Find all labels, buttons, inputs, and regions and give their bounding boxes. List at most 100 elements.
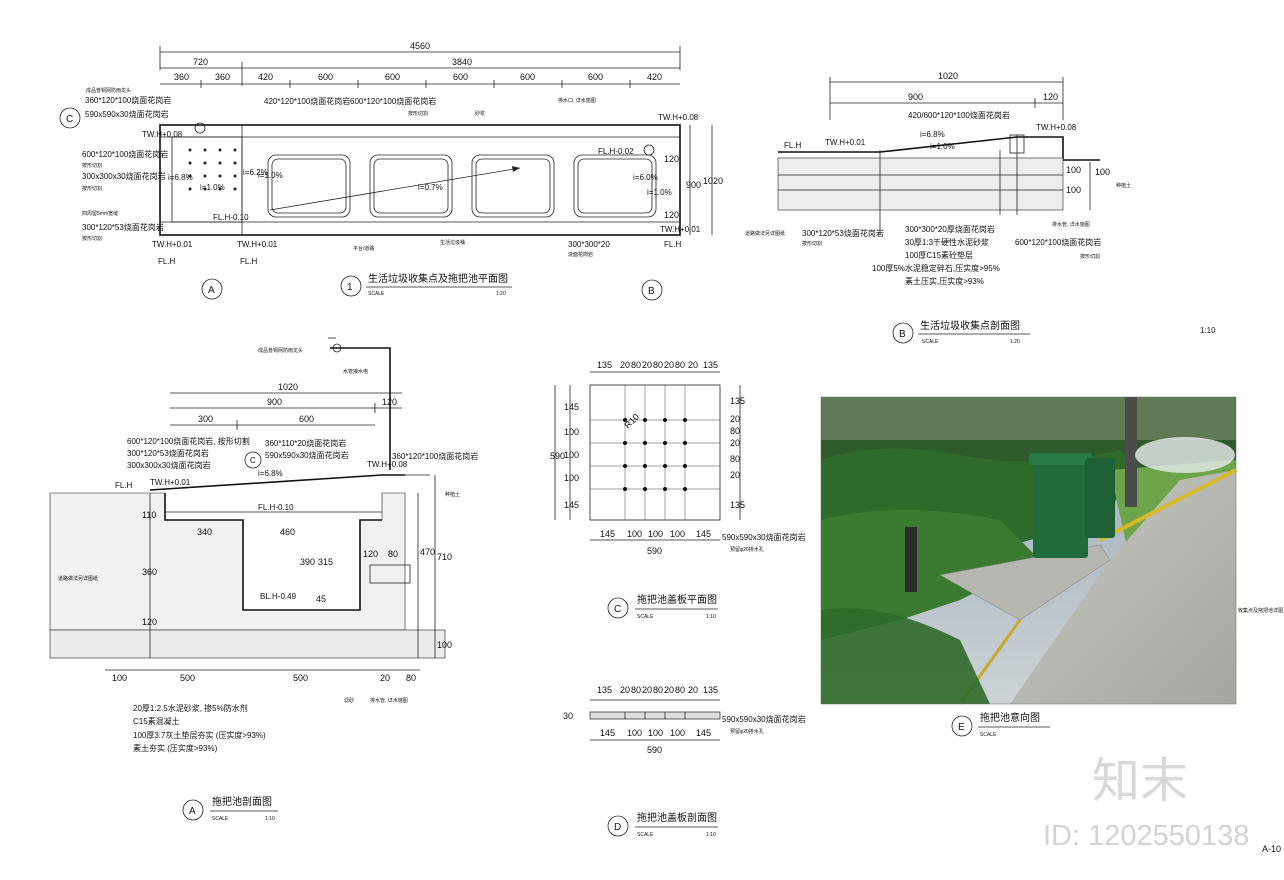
plan-label-8: 四周留5mm宽缝 bbox=[82, 210, 118, 217]
seca-title: 拖把池剖面图 bbox=[212, 795, 272, 808]
cov-db-2: 100 bbox=[648, 529, 663, 539]
plan-label-15: FL.H-0.10 bbox=[213, 213, 249, 222]
cov-total-left: 590 bbox=[550, 451, 565, 461]
secb-label-1: TW.H+0.08 bbox=[1036, 123, 1077, 132]
secb-label-14: 素土压实,压实度>93% bbox=[905, 276, 984, 286]
dim-right-1: 900 bbox=[686, 180, 701, 190]
cov-label-0: 590x590x30烧面花岗岩 bbox=[722, 532, 806, 542]
photo-scale-label: SCALE bbox=[980, 732, 997, 738]
seca-dim-v-4: 315 bbox=[318, 557, 333, 567]
photo-title: 拖把池意向图 bbox=[980, 711, 1040, 724]
plan-label-2: 590x590x30烧面花岗岩 bbox=[85, 109, 169, 119]
secb-scale-label: SCALE bbox=[922, 339, 939, 345]
cover-section: 135 20 80 20 80 20 80 20 135 30 145 100 … bbox=[563, 685, 806, 838]
plan-view: 4560 720 3840 360 360 420 600 600 600 60… bbox=[59, 41, 723, 301]
cov-dl-3: 100 bbox=[564, 473, 579, 483]
seca-dim-top-3: 300 bbox=[198, 414, 213, 424]
plan-label-13: TW.H+0.01 bbox=[237, 240, 278, 249]
cs-db-2: 100 bbox=[648, 728, 663, 738]
dim-total: 4560 bbox=[410, 41, 430, 51]
dim-r3-1: 360 bbox=[215, 72, 230, 82]
cov-dl-2: 100 bbox=[564, 450, 579, 460]
seca-label-0: 成品普铜网防雨龙头 bbox=[258, 347, 303, 354]
seca-dim-top-2: 120 bbox=[382, 397, 397, 407]
plan-label-3: TW.H+0.08 bbox=[142, 130, 183, 139]
plan-label-30: TW.H+0.01 bbox=[660, 225, 701, 234]
plan-label-7: 按形切割 bbox=[82, 185, 102, 192]
seca-dim-b-3: 20 bbox=[380, 673, 390, 683]
dim-3840: 3840 bbox=[452, 57, 472, 67]
dim-r3-6: 600 bbox=[520, 72, 535, 82]
seca-dim-top-1: 900 bbox=[267, 397, 282, 407]
plan-label-5: 按形切割 bbox=[82, 162, 102, 169]
photo-side-label: 收集点及拖把池详图 bbox=[1238, 607, 1283, 614]
dim-720: 720 bbox=[193, 57, 208, 67]
dim-right-3: 120 bbox=[664, 210, 679, 220]
cs-label-0: 590x590x30烧面花岗岩 bbox=[722, 714, 806, 724]
cs-scale: 1:10 bbox=[706, 832, 716, 838]
dim-r3-0: 360 bbox=[174, 72, 189, 82]
cov-dt-4: 80 bbox=[653, 360, 663, 370]
cov-dr-1: 20 bbox=[730, 414, 740, 424]
plan-label-16: i=6.8% bbox=[168, 173, 193, 182]
secb-mark: B bbox=[899, 329, 906, 340]
seca-label-11: FL.H bbox=[115, 481, 133, 490]
seca-dim-v-1: 360 bbox=[142, 567, 157, 577]
secb-label-11: 30厚1:3干硬性水泥砂浆 bbox=[905, 237, 989, 247]
seca-dim-in-0: 340 bbox=[197, 527, 212, 537]
seca-label-21: 素土夯实 (压实度>93%) bbox=[133, 743, 218, 753]
plan-label-4: 600*120*100烧面花岗岩 bbox=[82, 149, 168, 159]
plan-scale: 1:20 bbox=[496, 291, 506, 297]
plan-label-24: i=0.7% bbox=[418, 183, 443, 192]
cov-dr-0: 135 bbox=[730, 396, 745, 406]
plan-label-20: 420*120*100烧面花岗岩 bbox=[264, 96, 350, 106]
cov-dt-5: 20 bbox=[664, 360, 674, 370]
seca-label-2: 600*120*100烧面花岗岩, 按形切割 bbox=[127, 436, 250, 446]
dim-right-0: 120 bbox=[664, 154, 679, 164]
cs-db-1: 100 bbox=[627, 728, 642, 738]
secb-dim-3: 100 bbox=[1066, 165, 1081, 175]
cov-dt-8: 135 bbox=[703, 360, 718, 370]
plan-label-25: 排水口, 详水施图 bbox=[558, 97, 596, 104]
cs-dt-0: 135 bbox=[597, 685, 612, 695]
seca-label-10: TW.H+0.01 bbox=[150, 478, 191, 487]
cov-title: 拖把池盖板平面图 bbox=[637, 593, 717, 606]
plan-label-35: 烧面花岗岩 bbox=[568, 251, 593, 258]
cs-dt-3: 20 bbox=[642, 685, 652, 695]
cs-db-3: 100 bbox=[670, 728, 685, 738]
cov-label-1: 预留φ20排水孔 bbox=[730, 546, 764, 553]
plan-label-28: i=6.0% bbox=[633, 173, 658, 182]
plan-label-22: 按形切割 bbox=[408, 110, 428, 117]
cs-thickness: 30 bbox=[563, 711, 573, 721]
cov-total-bottom: 590 bbox=[647, 546, 662, 556]
cs-dt-1: 20 bbox=[620, 685, 630, 695]
section-b: 1020 900 120 100 100 100 420/600*120*100… bbox=[745, 71, 1216, 345]
cs-total: 590 bbox=[647, 745, 662, 755]
secb-dim-1: 900 bbox=[908, 92, 923, 102]
secb-label-12: 100厚C15素砼垫层 bbox=[905, 250, 973, 260]
plan-label-1: 360*120*100烧面花岗岩 bbox=[85, 95, 171, 105]
cov-db-1: 100 bbox=[627, 529, 642, 539]
plan-label-31: FL.H bbox=[664, 240, 682, 249]
cov-dr-4: 80 bbox=[730, 454, 740, 464]
cov-mark: C bbox=[614, 604, 621, 615]
plan-label-34: 300*300*20 bbox=[568, 240, 610, 249]
cov-dt-0: 135 bbox=[597, 360, 612, 370]
seca-dim-v-0: 110 bbox=[142, 510, 156, 520]
cov-db-0: 145 bbox=[600, 529, 615, 539]
seca-dim-b-2: 500 bbox=[293, 673, 308, 683]
secb-label-3: TW.H+0.01 bbox=[825, 138, 866, 147]
seca-label-14: 道路做法另详图纸 bbox=[58, 575, 98, 582]
seca-dim-b-1: 500 bbox=[180, 673, 195, 683]
cs-title: 拖把池盖板剖面图 bbox=[637, 811, 717, 824]
seca-dim-top-0: 1020 bbox=[278, 382, 298, 392]
cs-dt-4: 80 bbox=[653, 685, 663, 695]
seca-label-12: FL.H-0.10 bbox=[258, 503, 294, 512]
seca-dim-v-7: 710 bbox=[437, 552, 452, 562]
secb-label-15: 排水管, 详水施图 bbox=[1052, 221, 1090, 228]
dim-r3-8: 420 bbox=[647, 72, 662, 82]
plan-label-9: 300*120*53烧面花岗岩 bbox=[82, 222, 164, 232]
plan-label-18: i=6.2% bbox=[243, 168, 268, 177]
plan-scale-label: SCALE bbox=[368, 291, 385, 297]
